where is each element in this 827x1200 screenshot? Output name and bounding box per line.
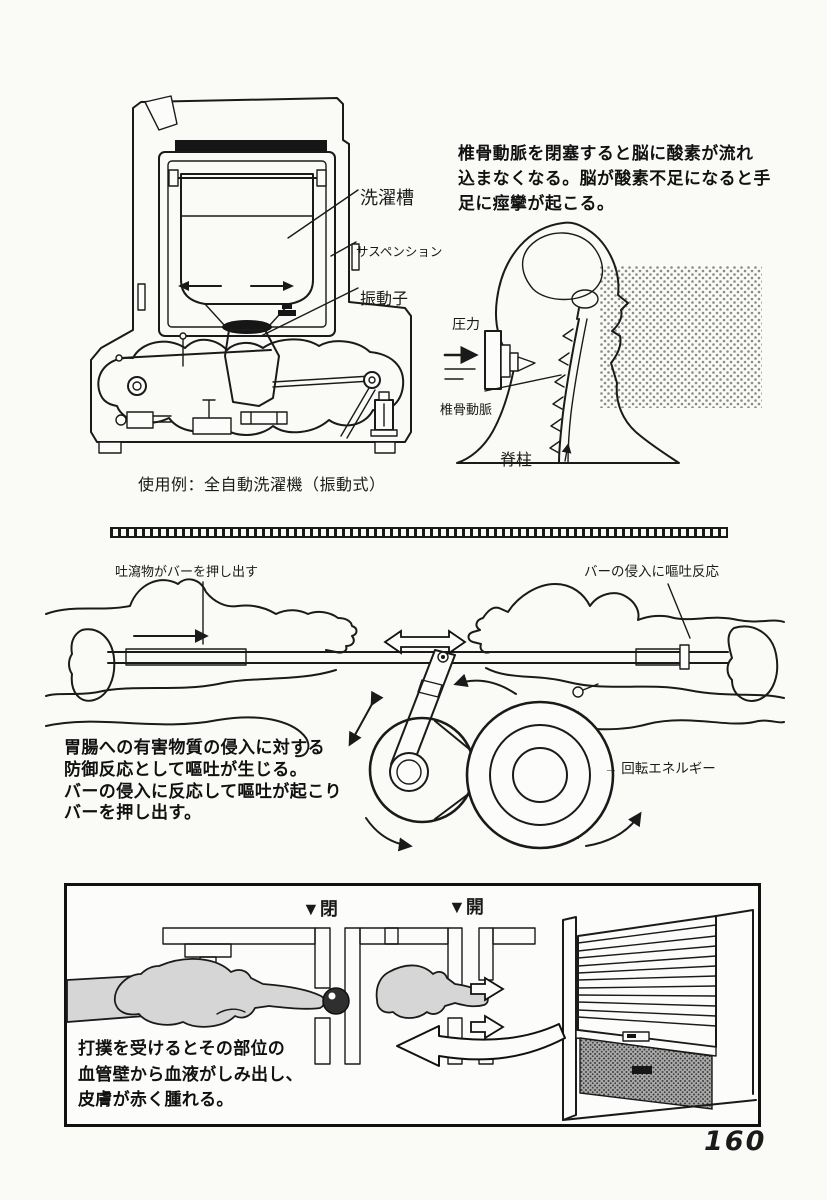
oscillation-arrow-icon bbox=[383, 629, 467, 655]
valve-open-diagram bbox=[375, 927, 536, 1065]
large-pulley bbox=[465, 700, 615, 850]
left-body-outline bbox=[45, 578, 358, 758]
vomit-machine-diagram bbox=[45, 578, 785, 852]
text-line: 皮膚が赤く腫れる。 bbox=[78, 1090, 234, 1109]
text-line: 胃腸への有害物質の侵入に対する bbox=[64, 738, 325, 757]
rotation-arrows-icon bbox=[348, 673, 642, 852]
text-line: 打撲を受けるとその部位の bbox=[78, 1039, 286, 1058]
push-bar bbox=[107, 644, 729, 670]
halftone-background bbox=[600, 266, 762, 408]
vomit-blob-right bbox=[726, 625, 779, 702]
machine-foot bbox=[374, 441, 396, 454]
head-section-text: 椎骨動脈を閉塞すると脳に酸素が流れ 込まなくなる。脳が酸素不足になると手 足に痙… bbox=[458, 141, 771, 216]
text-line: 血管壁から血液がしみ出し、 bbox=[78, 1064, 303, 1084]
lid-slot bbox=[175, 140, 327, 152]
leader-lines bbox=[260, 189, 359, 337]
label-vibrator: 振動子 bbox=[360, 291, 409, 308]
page-number: 160 bbox=[704, 1126, 767, 1157]
machine-foot bbox=[98, 441, 122, 454]
text-line: バーの侵入に反応して嘔吐が起こり bbox=[64, 781, 342, 801]
text-line: 足に痙攣が起こる。 bbox=[458, 194, 615, 213]
label-valve-closed: ▼閉 bbox=[302, 899, 338, 919]
bruise-tip bbox=[322, 987, 350, 1015]
text-line: 込まなくなる。脳が酸素不足になると手 bbox=[458, 169, 771, 188]
brain bbox=[522, 232, 604, 301]
spine bbox=[549, 318, 588, 464]
washing-machine-diagram bbox=[90, 95, 412, 454]
label-washing-tub: 洗濯槽 bbox=[360, 188, 414, 208]
label-vertebral-artery: 椎骨動脈 bbox=[440, 402, 493, 417]
pressure-arrow-icon bbox=[443, 345, 479, 380]
text-line: 防御反応として嘔吐が生じる。 bbox=[64, 759, 308, 779]
cerebellum bbox=[571, 289, 599, 309]
cabinet-corner-flap bbox=[144, 95, 178, 131]
suspension-strip bbox=[351, 243, 360, 271]
cabinet-outline bbox=[90, 97, 412, 443]
inner-tub bbox=[180, 173, 314, 305]
label-pressure: 圧力 bbox=[452, 316, 480, 332]
ear-spiral bbox=[127, 376, 147, 396]
connecting-rod bbox=[390, 649, 456, 771]
valve-closed-diagram bbox=[66, 927, 399, 1065]
body-mass bbox=[97, 338, 405, 436]
suspension-strip bbox=[137, 283, 146, 311]
vomit-blob-left bbox=[68, 628, 116, 702]
artery-leader-line bbox=[484, 374, 562, 392]
bruised-hand bbox=[114, 958, 325, 1028]
head-diagram bbox=[443, 221, 762, 464]
vomit-section-text: 胃腸への有害物質の侵入に対する 防御反応として嘔吐が生じる。 バーの侵入に反応し… bbox=[64, 737, 342, 824]
spine-arrow-icon bbox=[561, 443, 572, 462]
label-rotation-energy: → 回転エネルギー bbox=[604, 761, 716, 776]
leader-line bbox=[667, 583, 691, 639]
bruise-section-text: 打撲を受けるとその部位の 血管壁から血液がしみ出し、 皮膚が赤く腫れる。 bbox=[78, 1036, 303, 1113]
text-line: バーを押し出す。 bbox=[64, 803, 202, 823]
label-vomit-pushes-bar: 吐瀉物がバーを押し出す bbox=[115, 564, 259, 579]
washing-machine-caption: 使用例：全自動洗濯機（振動式） bbox=[138, 477, 386, 494]
bruise-valve-diagram bbox=[66, 909, 757, 1121]
label-suspension: サスペンション bbox=[356, 245, 443, 259]
vibration-arrows-icon bbox=[178, 281, 294, 291]
vibrator-tube bbox=[224, 329, 280, 407]
label-spine: 脊柱 bbox=[500, 452, 533, 469]
pressure-device bbox=[484, 330, 536, 390]
shutter-latch bbox=[632, 1066, 652, 1074]
label-vomit-reaction: バーの侵入に嘔吐反応 bbox=[584, 564, 719, 579]
roller-shutter bbox=[562, 909, 757, 1121]
curved-arrow-icon bbox=[396, 1023, 566, 1067]
text-line: 椎骨動脈を閉塞すると脳に酸素が流れ bbox=[458, 144, 754, 163]
tub-frame bbox=[158, 151, 336, 337]
flow-arrow-icon bbox=[470, 976, 505, 1040]
label-valve-open: ▼開 bbox=[448, 897, 484, 917]
section-divider bbox=[110, 527, 728, 538]
normal-hand bbox=[375, 964, 489, 1019]
